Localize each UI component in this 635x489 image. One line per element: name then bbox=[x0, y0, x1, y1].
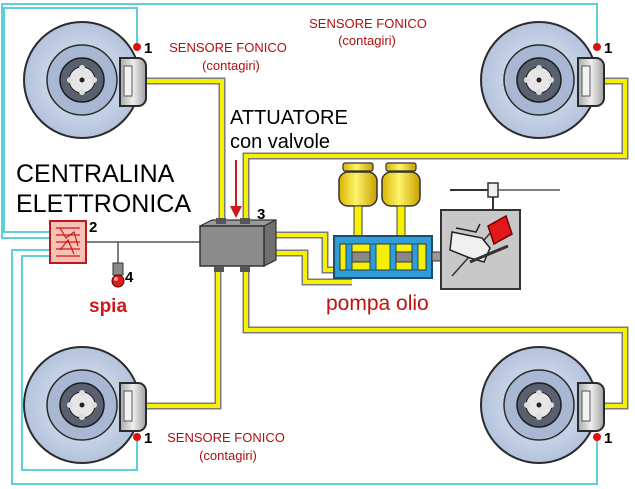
number-warning-light: 4 bbox=[125, 269, 134, 286]
number-actuator: 3 bbox=[257, 206, 265, 223]
actuator bbox=[199, 218, 277, 272]
sensor-label-bottom-left: SENSORE FONICO bbox=[167, 430, 285, 445]
ecu-label-line1: CENTRALINA bbox=[16, 160, 175, 188]
sensor-dot-front-right bbox=[593, 43, 601, 51]
brake-lines bbox=[145, 77, 629, 410]
sensor-label-top-right: SENSORE FONICO bbox=[309, 16, 427, 31]
pump-label: pompa olio bbox=[326, 292, 429, 315]
ecu-label-line2: ELETTRONICA bbox=[16, 190, 191, 218]
brake-pedal bbox=[440, 209, 521, 290]
sensor-dots bbox=[133, 43, 601, 441]
wheel-rear-right bbox=[480, 346, 605, 464]
master-cylinder bbox=[333, 235, 465, 279]
sensor-sublabel-top-right: (contagiri) bbox=[338, 33, 396, 48]
wheel-front-left bbox=[23, 21, 147, 139]
number-sensor-front-right: 1 bbox=[604, 40, 612, 57]
brake-switch bbox=[450, 182, 560, 210]
sensor-dot-rear-left bbox=[133, 433, 141, 441]
sensor-sublabel-bottom-left: (contagiri) bbox=[199, 448, 257, 463]
sensor-dot-rear-right bbox=[593, 433, 601, 441]
actuator-label-line1: ATTUATORE bbox=[230, 107, 348, 129]
sensor-dot-front-left bbox=[133, 43, 141, 51]
warning-light-label: spia bbox=[89, 296, 127, 317]
number-sensor-rear-right: 1 bbox=[604, 430, 612, 447]
reservoirs bbox=[338, 162, 421, 237]
sensor-wires bbox=[1, 3, 598, 485]
number-sensor-rear-left: 1 bbox=[144, 430, 152, 447]
actuator-label-line2: con valvole bbox=[230, 131, 330, 153]
number-sensor-front-left: 1 bbox=[144, 40, 152, 57]
warning-light bbox=[111, 262, 125, 288]
wheel-front-right bbox=[480, 21, 605, 139]
wheel-rear-left bbox=[23, 346, 147, 464]
ecu-box bbox=[49, 220, 200, 264]
sensor-sublabel-top-left: (contagiri) bbox=[202, 58, 260, 73]
actuator-arrow bbox=[230, 160, 242, 218]
number-ecu: 2 bbox=[89, 219, 97, 236]
sensor-label-top-left: SENSORE FONICO bbox=[169, 40, 287, 55]
